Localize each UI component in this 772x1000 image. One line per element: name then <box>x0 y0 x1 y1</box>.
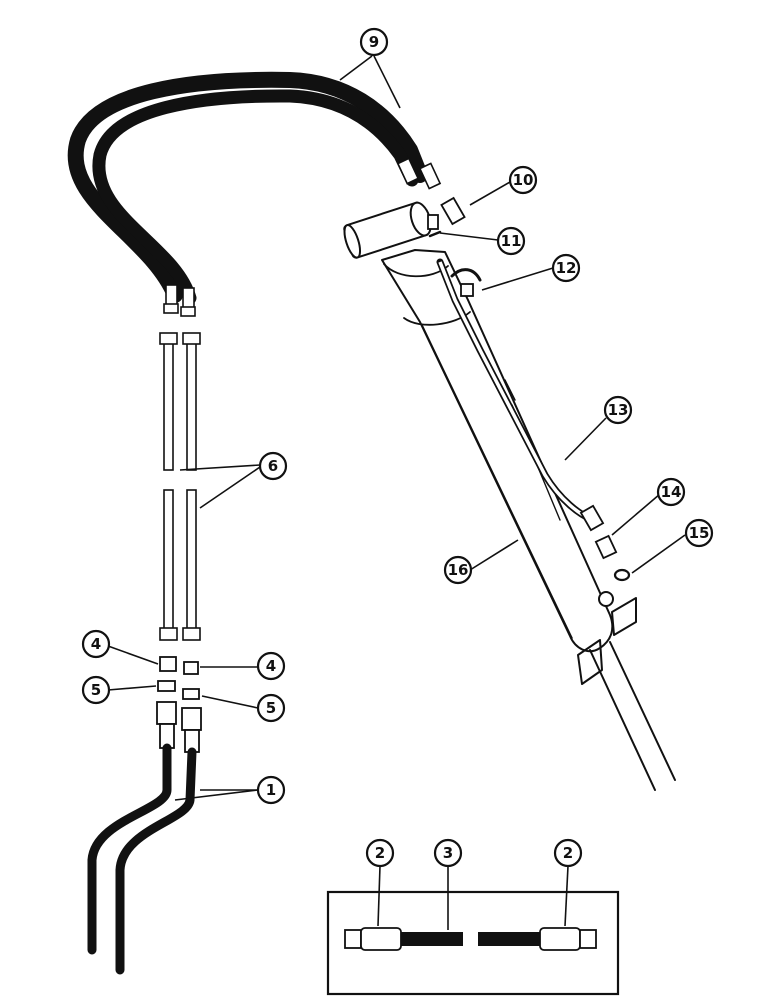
fittings-stack <box>156 656 202 753</box>
straight-fitting <box>579 504 605 532</box>
tube-clamp <box>460 283 474 297</box>
callout-16: 16 <box>443 555 473 585</box>
callout-13-label: 13 <box>608 401 629 419</box>
cylinder-barrel <box>381 249 614 653</box>
callout-13: 13 <box>603 395 633 425</box>
adapter-fitting <box>183 661 199 675</box>
steel-tubes <box>159 332 201 641</box>
tube-right-upper <box>186 339 197 471</box>
callout-11: 11 <box>496 226 526 256</box>
o-ring-nut <box>157 680 176 692</box>
hose-end-nut <box>180 306 196 317</box>
callout-11-label: 11 <box>501 232 522 250</box>
tube-left-upper <box>163 339 174 471</box>
elbow-fitting <box>440 196 466 226</box>
cylinder-tube-inner <box>438 261 594 522</box>
cross-pin-end <box>343 224 362 259</box>
callouts: 9 10 11 12 6 13 14 15 16 4 4 5 5 1 2 3 2 <box>81 27 714 868</box>
callout-4-right: 4 <box>256 651 286 681</box>
adapter-fitting <box>159 656 177 672</box>
hose-end-fitting <box>396 157 420 185</box>
clevis-ear <box>611 597 637 636</box>
callout-3-label: 3 <box>443 844 453 862</box>
barrel-port <box>598 591 614 607</box>
callout-14-label: 14 <box>661 483 682 501</box>
swivel-fitting <box>181 707 202 731</box>
tube-nut <box>182 332 201 345</box>
tube-left-lower <box>163 489 174 631</box>
callout-5-right: 5 <box>256 693 286 723</box>
callout-10-label: 10 <box>513 171 534 189</box>
inset-fitting-left-nut <box>344 929 362 949</box>
o-ring-nut <box>182 688 200 700</box>
barrel-highlight <box>504 379 516 401</box>
callout-2-left: 2 <box>365 838 395 868</box>
swivel-fitting <box>156 701 177 725</box>
coiled-hose-inner <box>92 89 419 305</box>
callout-2-right-label: 2 <box>563 844 573 862</box>
hose-end-fitting <box>182 287 195 309</box>
callout-4-left: 4 <box>81 629 111 659</box>
callout-15-label: 15 <box>689 524 710 542</box>
hose-right <box>115 747 197 975</box>
callout-1: 1 <box>256 775 286 805</box>
callout-10: 10 <box>508 165 538 195</box>
callout-6: 6 <box>258 451 288 481</box>
barrel-edge <box>421 324 573 639</box>
tube-nut <box>159 627 178 641</box>
inset-hose-right <box>478 932 540 946</box>
cylinder-rod <box>609 641 676 781</box>
cylinder-assembly <box>343 196 676 791</box>
o-ring <box>613 568 631 582</box>
clamp-strap <box>450 268 482 282</box>
tube-nut <box>182 627 201 641</box>
callout-2-left-label: 2 <box>375 844 385 862</box>
leader-lines <box>107 55 686 930</box>
callout-6-label: 6 <box>268 457 278 475</box>
callout-4-left-label: 4 <box>91 635 101 653</box>
callout-9-label: 9 <box>369 33 379 51</box>
callout-12: 12 <box>551 253 581 283</box>
hose-end-fitting <box>418 162 442 190</box>
callout-3: 3 <box>433 838 463 868</box>
inset-fitting-right <box>539 927 581 951</box>
hose-end-fitting <box>165 284 178 306</box>
cylinder-tube <box>436 258 597 524</box>
clevis-ear <box>577 639 603 685</box>
coiled-hose-outer <box>67 71 428 303</box>
orifice-fitting <box>427 214 439 230</box>
cylinder-rod <box>589 649 656 791</box>
tube-right-lower <box>186 489 197 631</box>
adapter-union <box>594 534 618 560</box>
hose-detail-inset <box>326 890 620 996</box>
callout-16-label: 16 <box>448 561 469 579</box>
inset-fitting-right-nut <box>579 929 597 949</box>
callout-9: 9 <box>359 27 389 57</box>
callout-5-left: 5 <box>81 675 111 705</box>
callout-12-label: 12 <box>556 259 577 277</box>
callout-5-right-label: 5 <box>266 699 276 717</box>
orifice-washer <box>428 230 442 238</box>
lower-hoses <box>87 743 197 975</box>
tube-nut <box>159 332 178 345</box>
callout-4-right-label: 4 <box>266 657 276 675</box>
callout-15: 15 <box>684 518 714 548</box>
coiled-hose-assembly <box>67 71 442 317</box>
hose-left <box>87 743 172 955</box>
callout-5-left-label: 5 <box>91 681 101 699</box>
callout-2-right: 2 <box>553 838 583 868</box>
hose-end-nut <box>163 303 179 314</box>
inset-fitting-left <box>360 927 402 951</box>
callout-14: 14 <box>656 477 686 507</box>
inset-hose-left <box>401 932 463 946</box>
callout-1-label: 1 <box>266 781 276 799</box>
